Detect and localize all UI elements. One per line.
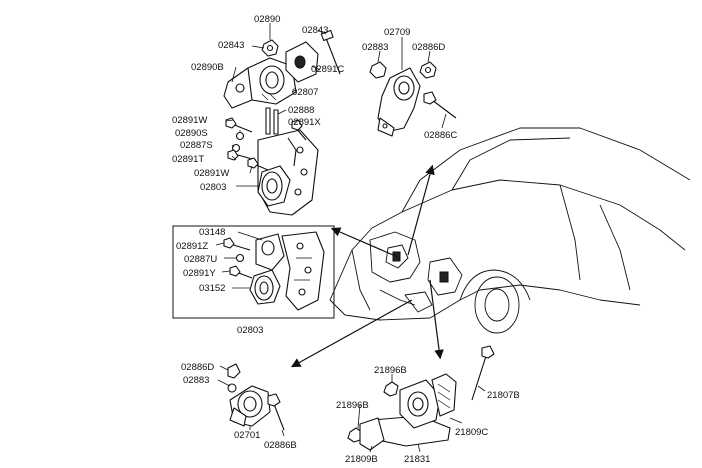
label-02803: 02803 <box>237 325 263 336</box>
label-21807B: 21807B <box>487 390 520 401</box>
label-02891T: 02891T <box>172 154 204 165</box>
label-02843: 02843 <box>218 40 244 51</box>
part-labels: 02890 02843 02843 02891C 02890B 02807 02… <box>172 14 520 465</box>
label-21809B: 21809B <box>345 454 378 465</box>
label-02887U: 02887U <box>184 254 217 265</box>
label-02883: 02883 <box>183 375 209 386</box>
label-02843: 02843 <box>302 25 328 36</box>
label-02891W: 02891W <box>172 115 207 126</box>
label-02888: 02888 <box>288 105 314 116</box>
detail-box <box>172 225 335 319</box>
label-21809C: 21809C <box>455 427 488 438</box>
label-02891Y: 02891Y <box>183 268 216 279</box>
label-02890: 02890 <box>254 14 280 25</box>
label-02886B: 02886B <box>264 440 297 451</box>
label-02886D: 02886D <box>412 42 445 53</box>
label-02807: 02807 <box>292 87 318 98</box>
label-02891W: 02891W <box>194 168 229 179</box>
label-02891X: 02891X <box>288 117 321 128</box>
car-body-outline <box>329 127 691 334</box>
upper-mount-assembly <box>223 29 341 216</box>
label-02803: 02803 <box>200 182 226 193</box>
leaders-lower-right <box>357 374 486 453</box>
label-02883: 02883 <box>362 42 388 53</box>
label-02891Z: 02891Z <box>176 241 208 252</box>
label-02887S: 02887S <box>180 140 213 151</box>
label-02701: 02701 <box>234 430 260 441</box>
label-02709: 02709 <box>384 27 410 38</box>
label-02886D: 02886D <box>181 362 214 373</box>
leaders-lower-left <box>217 365 285 437</box>
leaders-detail-box <box>215 231 263 289</box>
lower-left-mount <box>227 363 285 431</box>
label-02886C: 02886C <box>424 130 457 141</box>
bracket-assembly-detail <box>223 231 325 311</box>
label-03152: 03152 <box>199 283 225 294</box>
label-02890S: 02890S <box>175 128 208 139</box>
label-02890B: 02890B <box>191 62 224 73</box>
right-mount-assembly <box>369 61 457 137</box>
leaders-upper-mount <box>225 23 327 187</box>
pointer-arrows <box>290 164 444 368</box>
label-21896B: 21896B <box>336 400 369 411</box>
label-03148: 03148 <box>199 227 225 238</box>
label-21896B: 21896B <box>374 365 407 376</box>
leaders-right-mount <box>377 37 447 129</box>
lower-right-mount <box>347 345 495 451</box>
label-02891C: 02891C <box>311 64 344 75</box>
label-21831: 21831 <box>404 454 430 465</box>
